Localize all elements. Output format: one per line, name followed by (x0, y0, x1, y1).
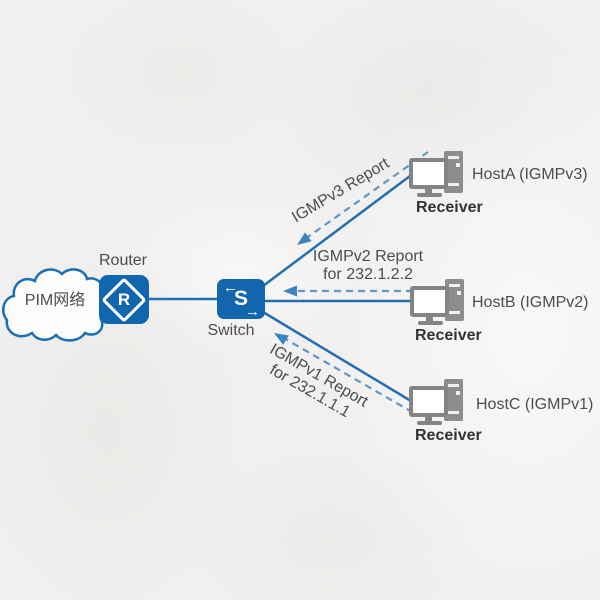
link-switch-hosta (262, 171, 415, 288)
igmpv2-report-line1: IGMPv2 Report (312, 248, 424, 265)
hostc-tower (444, 379, 463, 421)
report-arrowhead-hosta (297, 232, 312, 245)
switch-letter: S (233, 287, 248, 310)
igmpv2-report-line2: for 232.1.2.2 (323, 266, 413, 283)
hostb-computer-icon (410, 279, 464, 326)
report-arrowhead-hostc (274, 333, 289, 345)
hosta-name-label: HostA (IGMPv3) (472, 166, 588, 183)
hostc-name-label: HostC (IGMPv1) (476, 396, 594, 413)
report-flow-hostc (281, 336, 413, 413)
router-label: Router (98, 252, 148, 269)
switch-icon: ← S → (217, 279, 265, 319)
hostb-name-label: HostB (IGMPv2) (472, 294, 589, 311)
hostb-monitor (410, 286, 449, 317)
report-arrowhead-hostb (283, 285, 297, 297)
hosta-tower (444, 151, 463, 193)
switch-arrow-right-icon: → (245, 303, 260, 320)
hostc-receiver-label: Receiver (415, 427, 482, 444)
hostb-tower (445, 279, 464, 321)
hosta-receiver-label: Receiver (416, 199, 483, 216)
pim-network-label: PIM网络 (24, 292, 86, 309)
hosta-computer-icon (409, 151, 463, 198)
hostc-computer-icon (409, 379, 463, 426)
report-flow-hosta (304, 151, 429, 240)
hostb-receiver-label: Receiver (415, 327, 482, 344)
pim-cloud-shape (1, 268, 110, 342)
switch-label: Switch (207, 322, 255, 339)
switch-arrow-left-icon: ← (223, 279, 238, 296)
igmpv2-report-label: IGMPv2 Report for 232.1.2.2 (313, 248, 423, 284)
link-switch-hostc (262, 310, 412, 403)
router-letter: R (117, 289, 131, 309)
hosta-monitor (409, 158, 448, 189)
router-icon: R (99, 275, 149, 324)
hostc-monitor (409, 386, 448, 417)
